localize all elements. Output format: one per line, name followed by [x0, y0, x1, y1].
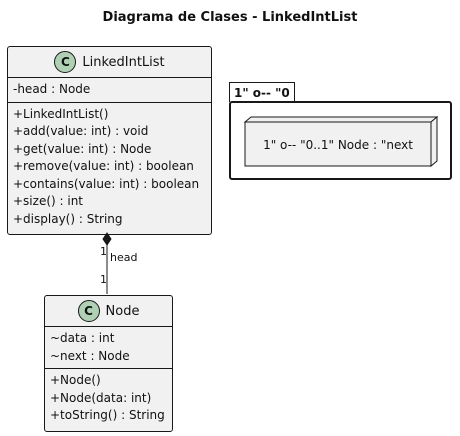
method: +display() : String	[13, 211, 123, 226]
attribute: -head : Node	[13, 82, 91, 96]
attributes-section: -head : Node	[8, 78, 211, 103]
attributes-section: ~data : int ~next : Node	[45, 327, 172, 369]
source-multiplicity: 1	[100, 245, 107, 258]
node-box[interactable]	[244, 116, 440, 168]
attribute: ~next : Node	[50, 348, 130, 363]
method: +get(value: int) : Node	[13, 141, 152, 156]
methods-section: +Node() +Node(data: int) +toString() : S…	[45, 369, 172, 428]
node-front-face	[244, 121, 432, 167]
method: +remove(value: int) : boolean	[13, 159, 194, 173]
class-icon: C	[77, 300, 100, 322]
method: +Node(data: int)	[50, 390, 152, 405]
class-header: C Node	[45, 296, 172, 327]
methods-section: +LinkedIntList() +add(value: int) : void…	[8, 103, 211, 232]
method: +toString() : String	[50, 408, 165, 422]
attribute: ~data : int	[50, 331, 115, 345]
class-name: Node	[105, 303, 140, 319]
node-label: 1" o-- "0..1" Node : "next	[263, 138, 413, 152]
association-role: head	[110, 251, 138, 264]
target-multiplicity: 1	[100, 273, 107, 286]
package-tab: 1" o-- "0	[229, 82, 295, 102]
class-linkedintlist[interactable]: C LinkedIntList -head : Node +LinkedIntL…	[7, 46, 212, 235]
diagram-title: Diagrama de Clases - LinkedIntList	[102, 10, 358, 25]
method: +add(value: int) : void	[13, 124, 149, 138]
method: +contains(value: int) : boolean	[13, 176, 200, 191]
method: +LinkedIntList()	[13, 106, 109, 121]
method: +Node()	[50, 373, 101, 387]
class-icon: C	[54, 51, 77, 73]
node-side-face	[430, 116, 438, 168]
class-node[interactable]: C Node ~data : int ~next : Node +Node() …	[44, 295, 173, 432]
method: +size() : int	[13, 194, 84, 208]
node-top-face	[244, 116, 439, 123]
class-name: LinkedIntList	[82, 54, 165, 70]
class-header: C LinkedIntList	[8, 47, 211, 78]
composition-diamond	[102, 232, 112, 246]
